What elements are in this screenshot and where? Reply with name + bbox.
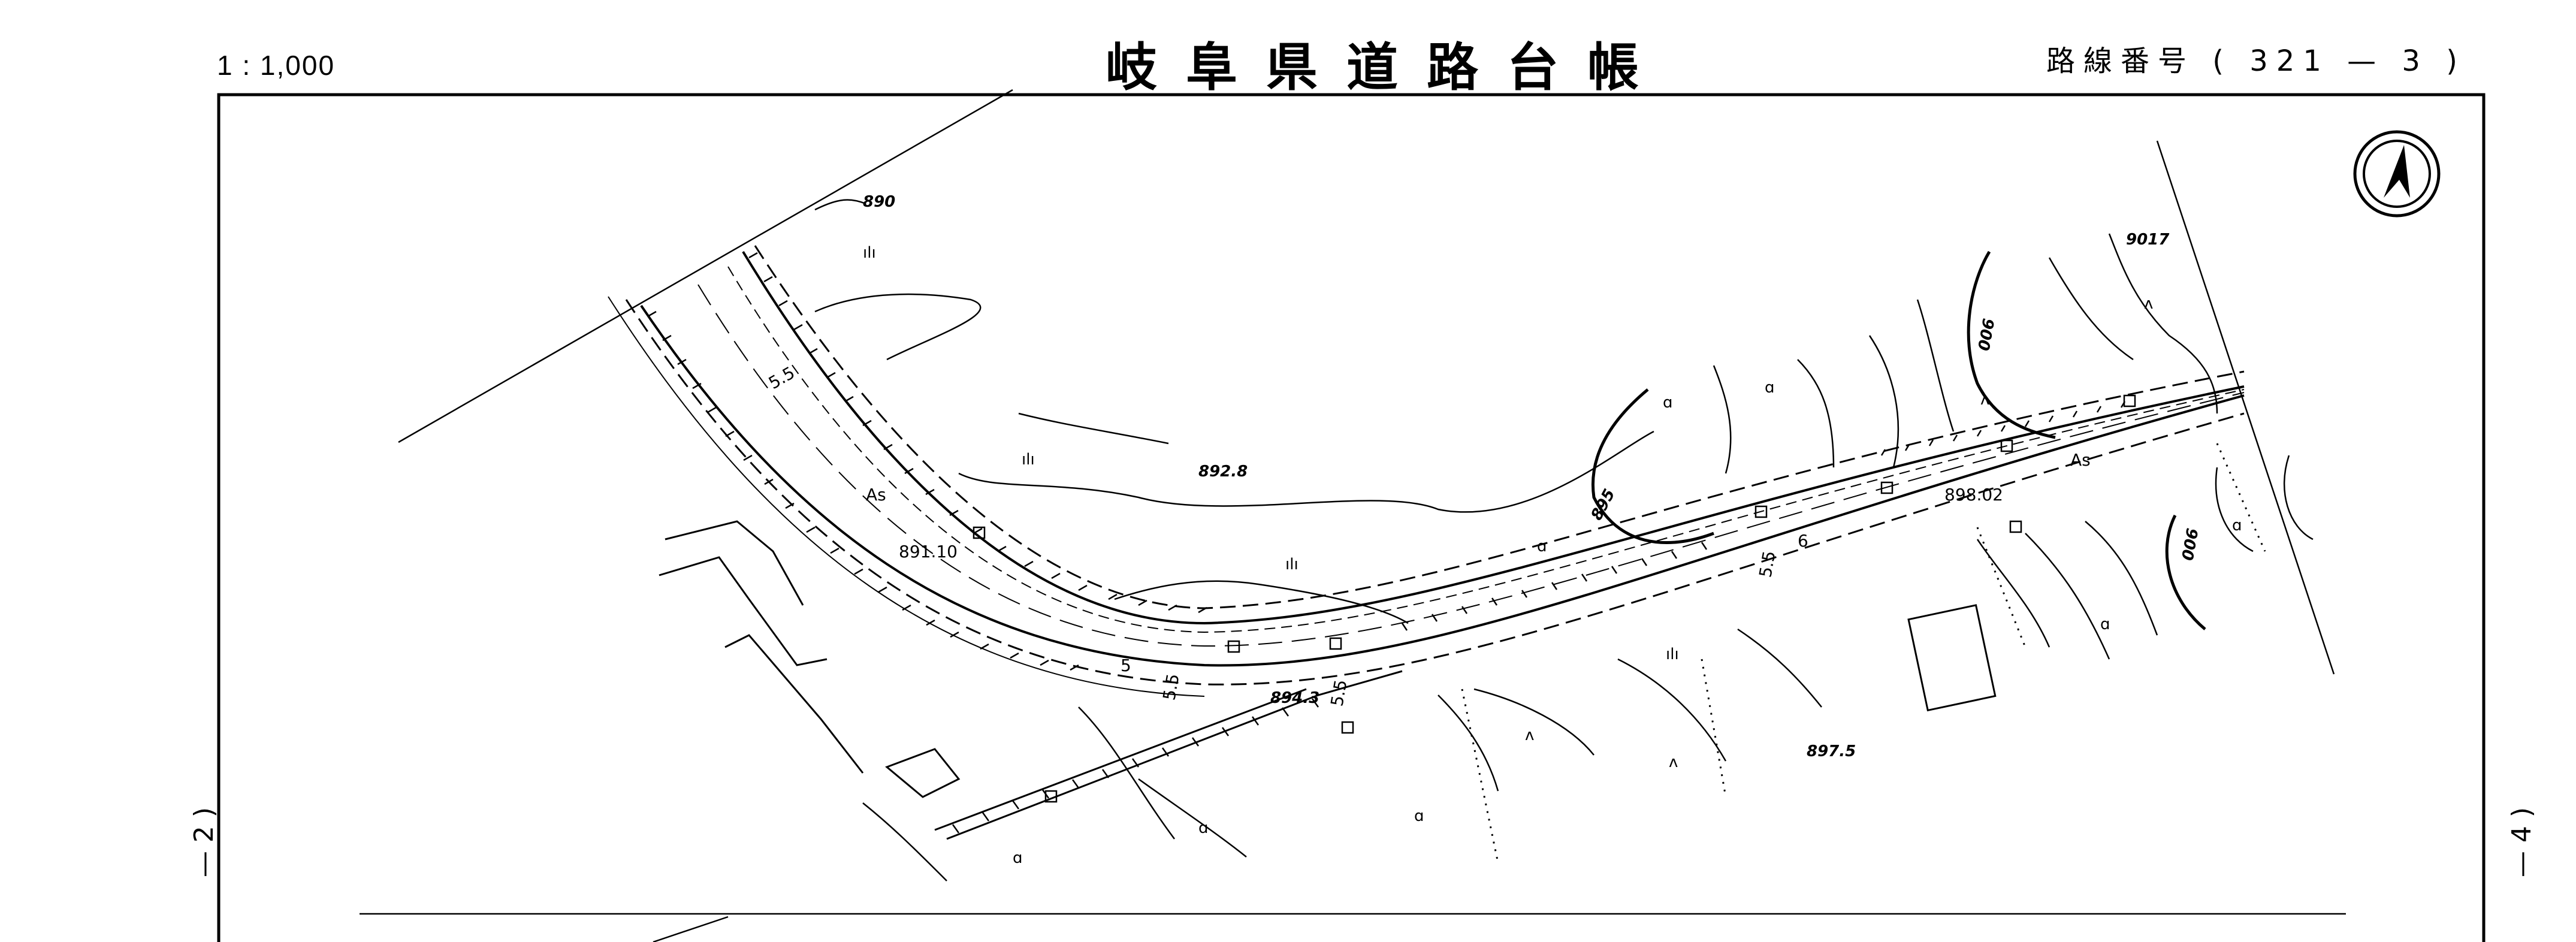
elevation-897-5: 897.5 [1807,742,1856,760]
page-title: 岐阜県道路台帳 [1106,38,1668,98]
svg-text:ʌ: ʌ [2144,295,2153,313]
svg-text:ɑ: ɑ [1013,849,1023,867]
map-scale: 1 : 1,000 [217,50,336,81]
north-arrow-icon [2353,130,2441,218]
elevation-9017: 9017 [2126,231,2170,249]
svg-text:ɑ: ɑ [2100,615,2110,633]
svg-text:ɑ: ɑ [2232,517,2242,535]
width-label-5: 6 [1798,531,1808,551]
sheet-header: 1 : 1,000 岐阜県道路台帳 路線番号 ( 321 — 3 ) [0,0,2576,98]
svg-text:ılı: ılı [1285,555,1298,573]
elevation-898-02: 898.02 [1944,485,2003,505]
svg-text:ɑ: ɑ [1765,379,1775,397]
vegetation-symbols: ılı ılı ılı ılı ʌ ʌ ʌ ʌ ɑ ɑ ɑ ɑ ɑ ɑ ɑ ɑ [863,244,2242,867]
width-label-2: 5 [1121,656,1131,675]
route-value: ( 321 — 3 ) [2212,44,2466,78]
route-number: 路線番号 ( 321 — 3 ) [2046,37,2466,79]
elevation-894-3: 894.3 [1270,689,1319,707]
svg-text:ɑ: ɑ [1198,819,1209,837]
map-symbols [973,394,2136,803]
guard-rail-ticks [647,252,2126,834]
contour-lines [814,199,2314,881]
surface-label-as-2: As [2070,450,2091,470]
contour-label-900-b: 900 [2178,527,2201,562]
elevation-892-8: 892.8 [1198,463,1248,481]
svg-text:ılı: ılı [863,244,876,262]
svg-text:ɑ: ɑ [1537,538,1547,555]
width-label-4: 5.5 [1327,678,1351,708]
dotted-lines [1461,443,2266,864]
width-label-3: 5.5 [1159,672,1183,702]
width-label-6: 5.5 [1755,550,1779,579]
svg-text:ʌ: ʌ [1980,391,1989,409]
svg-text:ılı: ılı [1666,645,1679,663]
svg-text:ılı: ılı [1022,451,1035,469]
building [1907,604,1997,712]
parcel-lines [360,89,2346,942]
svg-text:ʌ: ʌ [1525,726,1534,744]
svg-text:ɑ: ɑ [1414,807,1424,825]
svg-text:ɑ: ɑ [1663,394,1673,412]
svg-text:ʌ: ʌ [1669,753,1678,771]
contour-label-890: 890 [863,193,895,211]
route-label: 路線番号 [2046,44,2196,78]
surface-label-as-1: As [866,485,886,505]
map-frame [217,93,2486,942]
road-edges [608,245,2245,697]
contour-label-900-a: 900 [1974,317,1997,352]
elevation-891-10: 891.10 [899,542,958,561]
